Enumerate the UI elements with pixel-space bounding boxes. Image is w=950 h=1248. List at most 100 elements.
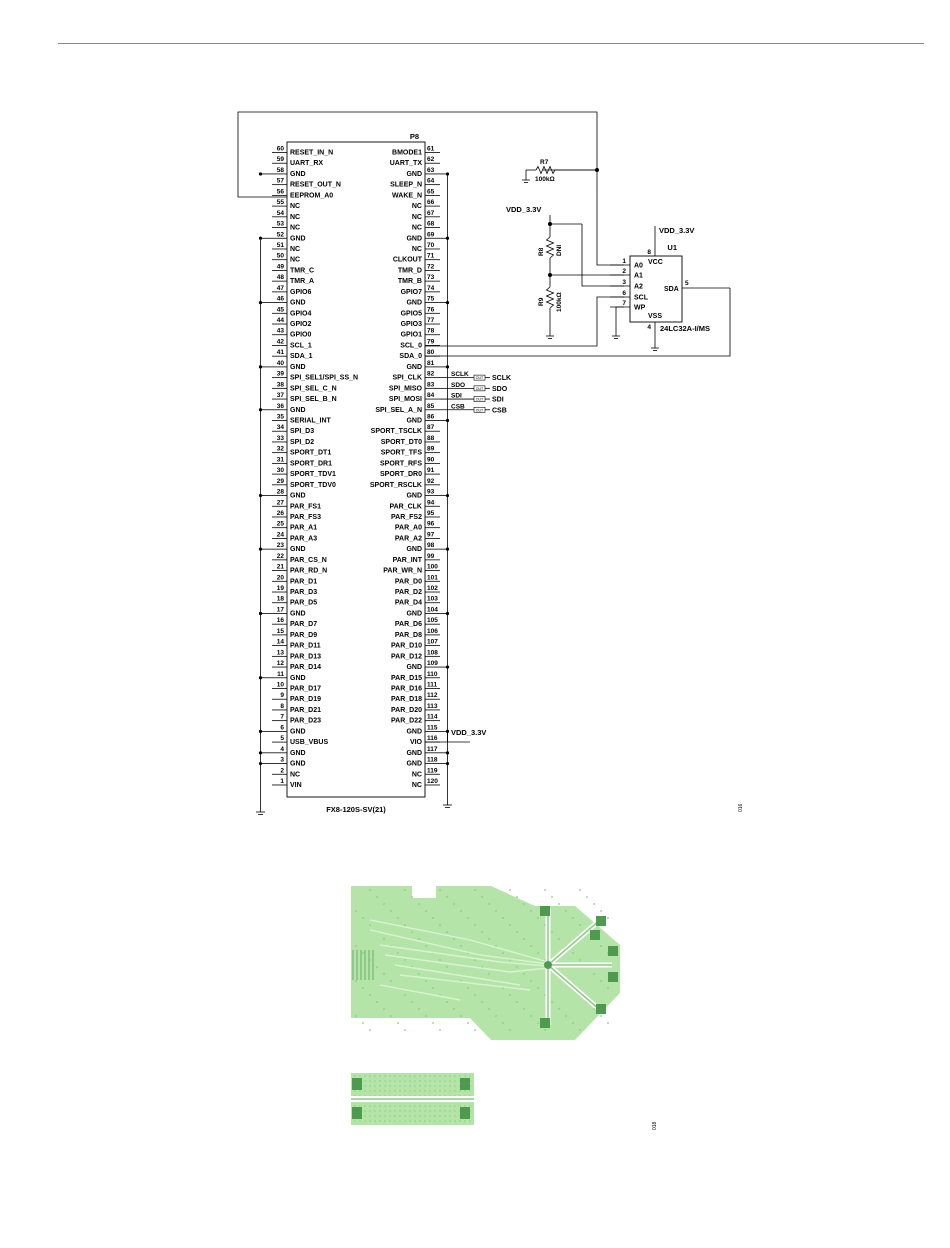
pin-number: 31 — [277, 456, 285, 463]
pin-number: 42 — [277, 338, 285, 345]
pin-number: 38 — [277, 381, 285, 388]
pin-number: 17 — [277, 606, 285, 613]
pin-name: PAR_D21 — [290, 707, 321, 714]
r7-value: 100kΩ — [535, 176, 555, 183]
pin-number: 63 — [427, 167, 435, 174]
u1-pin-name: A0 — [634, 263, 643, 270]
pin-name: WAKE_N — [392, 192, 422, 199]
pin-number: 69 — [427, 231, 435, 238]
pin-number: 112 — [427, 692, 438, 699]
pin-name: PAR_A2 — [395, 535, 422, 542]
pin-name: GND — [290, 546, 306, 553]
pin-name: NC — [412, 225, 422, 232]
pin-name: PAR_D11 — [290, 643, 321, 650]
pin-number: 43 — [277, 328, 285, 335]
pin-name: SPI_SEL_C_N — [290, 385, 337, 392]
pin-number: 106 — [427, 628, 438, 635]
pin-number: 55 — [277, 199, 285, 206]
pin-number: 119 — [427, 767, 438, 774]
pin-name: NC — [412, 246, 422, 253]
pin-name: GND — [406, 364, 422, 371]
pin-number: 98 — [427, 542, 435, 549]
u1-vss-num: 4 — [647, 324, 651, 331]
pin-name: PAR_D22 — [391, 718, 422, 725]
pin-number: 94 — [427, 499, 435, 506]
pin-number: 84 — [427, 392, 435, 399]
pin-name: GND — [290, 364, 306, 371]
pin-number: 86 — [427, 414, 435, 421]
pin-number: 44 — [277, 317, 285, 324]
pin-number: 74 — [427, 285, 435, 292]
u1-vss-name: VSS — [648, 313, 662, 320]
spi-label: SDO — [492, 386, 508, 393]
vdd-connector: VDD_3.3V — [425, 728, 486, 743]
pin-number: 26 — [277, 510, 285, 517]
pin-number: 7 — [280, 714, 284, 721]
pin-name: GND — [290, 407, 306, 414]
r8-value: DNI — [556, 245, 563, 256]
pin-name: GND — [406, 750, 422, 757]
resistor-r7: R7 100kΩ — [522, 159, 597, 183]
pin-number: 57 — [277, 178, 285, 185]
pin-name: PAR_A1 — [290, 525, 317, 532]
u1-part: 24LC32A-I/MS — [660, 324, 710, 333]
pin-number: 80 — [427, 349, 435, 356]
pin-number: 120 — [427, 778, 438, 785]
r7-ref: R7 — [540, 159, 549, 166]
pin-name: GPIO6 — [290, 289, 312, 296]
pin-number: 102 — [427, 585, 438, 592]
pin-name: PAR_D3 — [290, 589, 317, 596]
pin-name: GPIO1 — [401, 332, 423, 339]
u1-vcc-name: VCC — [648, 259, 663, 266]
pin-number: 110 — [427, 671, 438, 678]
pin-name: NC — [290, 246, 300, 253]
pin-name: GPIO7 — [401, 289, 423, 296]
pin-number: 81 — [427, 360, 435, 367]
pin-name: SPI_SEL_B_N — [290, 396, 337, 403]
pin-name: PAR_D8 — [395, 632, 422, 639]
pin-number: 70 — [427, 242, 435, 249]
spi-net-name: SDI — [451, 393, 462, 400]
pin-name: NC — [290, 203, 300, 210]
pin-name: SPI_MOSI — [389, 396, 422, 403]
pin-number: 51 — [277, 242, 285, 249]
pin-number: 41 — [277, 349, 285, 356]
pin-number: 39 — [277, 371, 285, 378]
pin-name: GND — [290, 675, 306, 682]
u1-sda-name: SDA — [664, 286, 679, 293]
pin-number: 59 — [277, 156, 285, 163]
pcb-bottom-layout — [351, 1073, 474, 1125]
pin-number: 83 — [427, 381, 435, 388]
pin-name: GND — [290, 300, 306, 307]
pin-number: 9 — [280, 692, 284, 699]
spi-net-name: SDO — [451, 382, 465, 389]
pin-number: 116 — [427, 735, 438, 742]
pin-name: TMR_B — [398, 278, 422, 285]
pin-number: 109 — [427, 660, 438, 667]
pin-name: GPIO0 — [290, 332, 312, 339]
pin-name: PAR_D15 — [391, 675, 422, 682]
pin-number: 78 — [427, 328, 435, 335]
pin-name: PAR_WR_N — [383, 568, 422, 575]
pcb-top-layout — [351, 886, 620, 1040]
pin-name: SPI_CLK — [392, 375, 422, 382]
u1-pin-number: 1 — [622, 258, 626, 265]
pin-name: SCL_1 — [290, 342, 312, 349]
u1-pin-number: 6 — [622, 290, 626, 297]
connector-part: FX8-120S-SV(21) — [326, 805, 386, 814]
pin-name: PAR_A0 — [395, 525, 422, 532]
pin-name: PAR_RD_N — [290, 568, 327, 575]
pin-number: 52 — [277, 231, 285, 238]
pin-number: 14 — [277, 639, 285, 646]
pin-number: 115 — [427, 724, 438, 731]
pin-name: PAR_CLK — [389, 503, 422, 510]
pin-name: GND — [406, 300, 422, 307]
pin-number: 100 — [427, 564, 438, 571]
pin-name: TMR_C — [290, 267, 314, 274]
pin-name: SPORT_TFS — [381, 450, 423, 457]
pin-number: 18 — [277, 596, 285, 603]
pin-name: PAR_D0 — [395, 578, 422, 585]
pin-number: 64 — [427, 178, 435, 185]
pin-number: 54 — [277, 210, 285, 217]
pin-number: 76 — [427, 306, 435, 313]
